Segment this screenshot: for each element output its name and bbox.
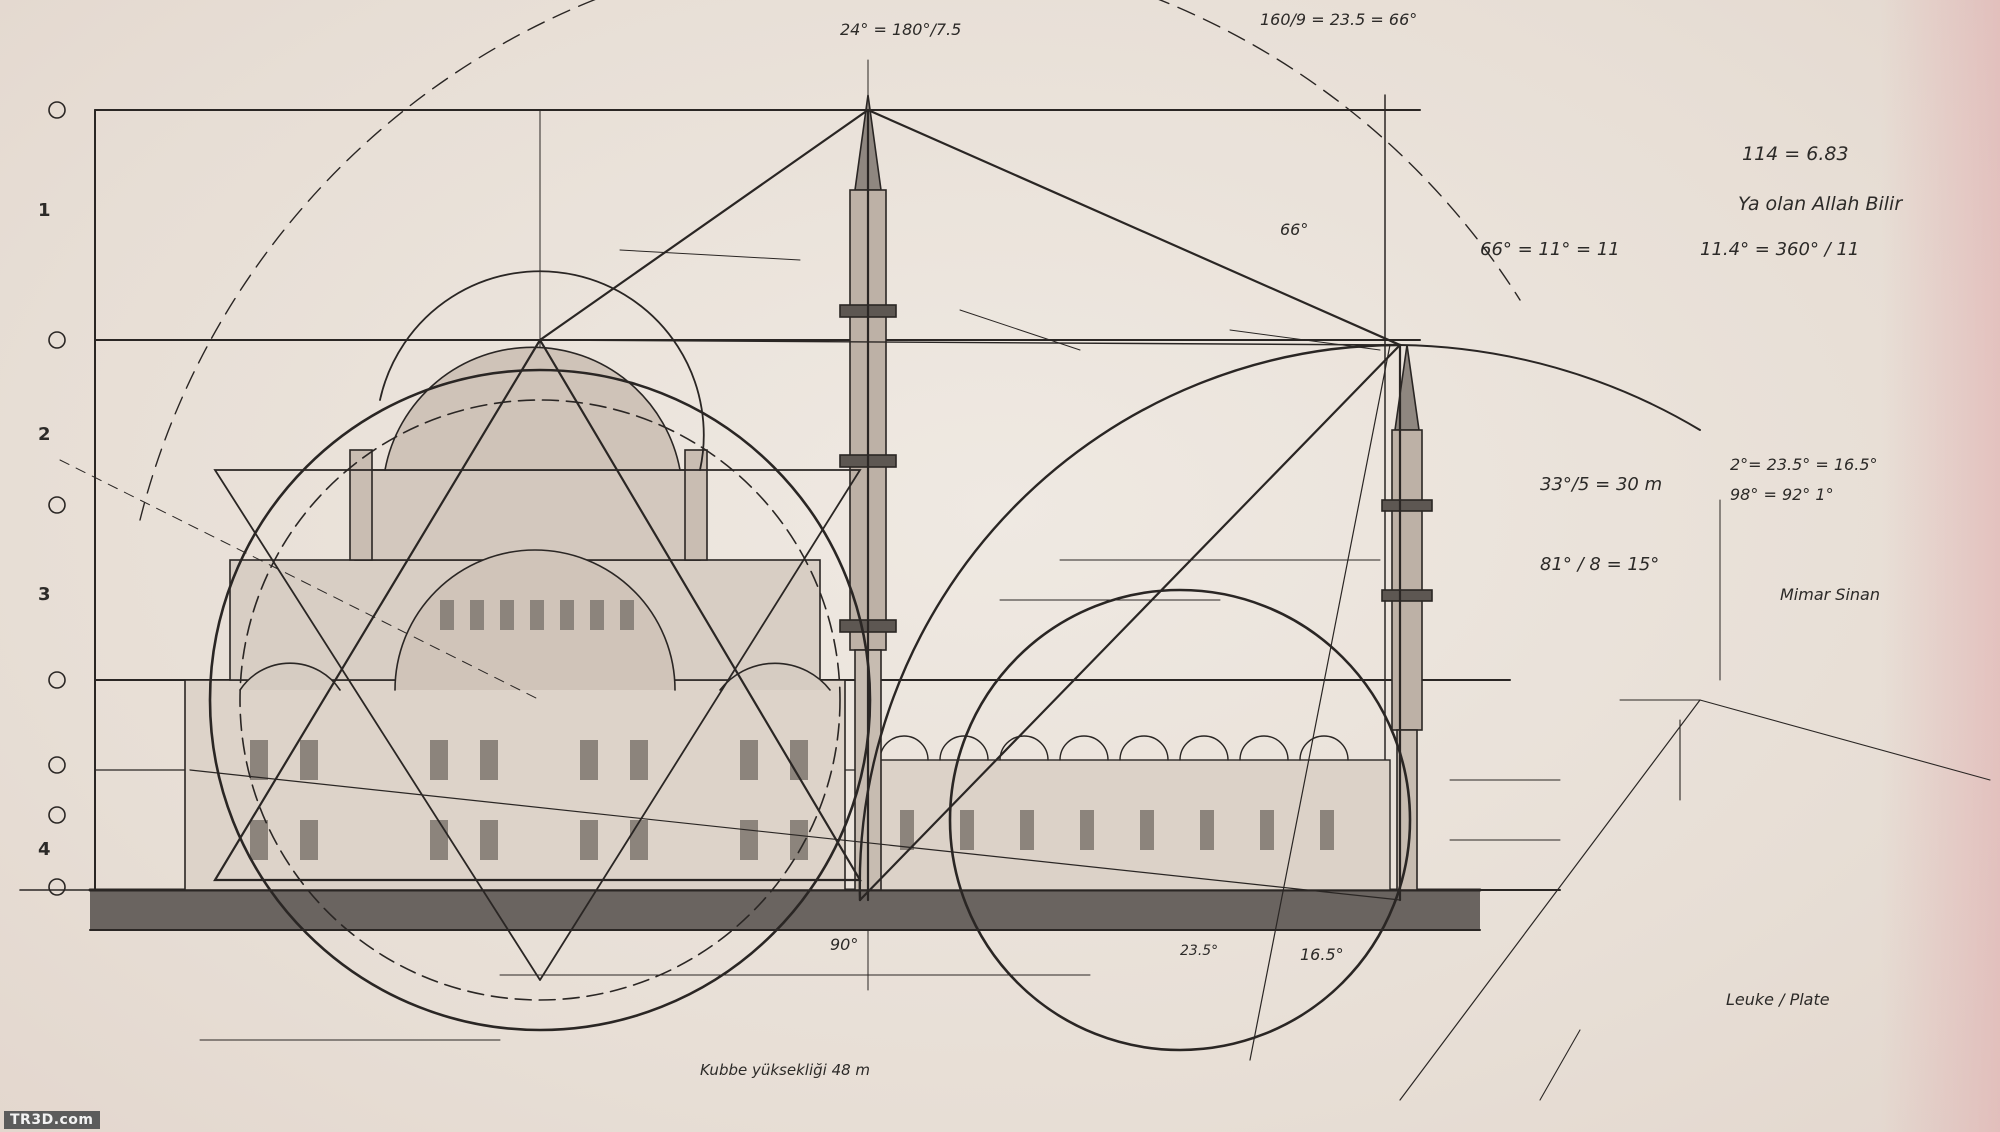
right-note-3: 66° = 11° = 11 [1480,239,1620,260]
top-note-2: 160/9 = 23.5 = 66° [1260,10,1417,29]
left-scale-3: 3 [38,584,51,605]
right-note-9: Mimar Sinan [1780,585,1880,604]
right-note-5: 33°/5 = 30 m [1540,474,1662,495]
annotations: 114 = 6.83 Ya olan Allah Bilir 66° = 11°… [38,10,1903,1079]
bottom-note-2: 16.5° [1300,945,1344,964]
top-note-1: 24° = 180°/7.5 [840,20,961,39]
bottom-note-4: 66° [1280,220,1308,239]
right-note-8: 98° = 92° 1° [1730,485,1834,504]
right-note-7: 2°= 23.5° = 16.5° [1730,455,1878,474]
paper-edge-tint [1880,0,2000,1132]
watermark: TR3D.com [4,1111,100,1129]
right-note-4: 11.4° = 360° / 11 [1700,239,1859,260]
bottom-note-1: Kubbe yüksekliği 48 m [700,1061,870,1079]
construction-circles [139,0,1701,1052]
right-note-1: 114 = 6.83 [1742,143,1849,165]
minaret-short [1381,344,1433,891]
right-note-10: Leuke / Plate [1726,990,1830,1009]
mosque-facade [184,346,846,891]
left-scale-4: 4 [38,839,51,860]
bottom-note-3: 23.5° [1180,943,1218,959]
construction-lines [59,108,1991,1101]
bottom-note-5: 90° [830,935,858,954]
annotation-leaders [199,249,1721,1041]
left-axis-ticks [19,101,96,896]
right-note-6: 81° / 8 = 15° [1540,554,1659,575]
courtyard-arcade [869,735,1391,891]
left-scale-2: 2 [38,424,51,445]
right-note-2: Ya olan Allah Bilir [1738,193,1903,215]
left-scale-1: 1 [38,200,51,221]
